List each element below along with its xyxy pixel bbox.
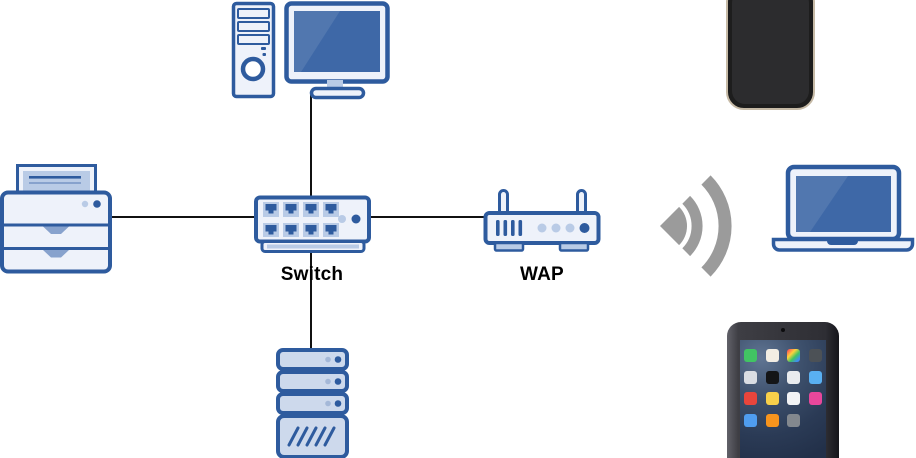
app-icon: [808, 370, 822, 384]
printer-node[interactable]: [0, 160, 116, 276]
server-unit: [276, 370, 349, 393]
wap-vents: [496, 220, 523, 236]
wap-led: [579, 223, 590, 233]
printer-body: [0, 190, 112, 274]
printer-tray-handle: [43, 226, 69, 234]
server-unit: [276, 392, 349, 415]
pc-tower: [231, 1, 276, 99]
app-icon: [787, 349, 801, 362]
app-icon: [808, 392, 822, 405]
switch-led: [351, 214, 361, 224]
app-icon: [765, 349, 779, 362]
smartphone-screen: [732, 0, 809, 104]
app-icon: [765, 370, 779, 384]
laptop-screen: [796, 176, 891, 232]
app-icon: [787, 370, 801, 384]
wap-node[interactable]: [480, 186, 606, 254]
desktop-pc-node[interactable]: [228, 0, 392, 100]
tablet-screen: [740, 340, 826, 458]
switch-node[interactable]: [250, 192, 374, 258]
wap-feet: [493, 241, 590, 252]
tablet-camera-icon: [781, 328, 785, 332]
server-node[interactable]: [272, 344, 356, 458]
laptop-base: [771, 237, 915, 252]
smartphone-node[interactable]: [726, 0, 815, 110]
app-icon: [744, 392, 757, 405]
app-icon: [744, 370, 757, 384]
printer-tray-handle: [43, 250, 69, 258]
wap-led: [551, 223, 561, 233]
laptop-node[interactable]: [770, 162, 916, 254]
app-icon: [808, 349, 822, 362]
pc-monitor: [284, 1, 390, 100]
app-icon: [787, 413, 801, 427]
connector-printer-switch: [110, 216, 257, 218]
app-icon: [744, 349, 757, 362]
wap-led: [537, 223, 547, 233]
tablet-node[interactable]: [727, 322, 839, 458]
connector-pc-switch: [310, 94, 312, 198]
switch-led: [338, 215, 346, 223]
switch-ports: [263, 202, 339, 237]
app-icon: [765, 392, 779, 405]
tablet-app-grid: [744, 349, 822, 427]
switch-label: Switch: [280, 264, 344, 285]
wifi-signal-icon: [660, 175, 732, 277]
switch-base: [260, 240, 366, 253]
connector-switch-server: [310, 251, 312, 351]
server-vents: [276, 414, 349, 458]
wap-led: [565, 223, 575, 233]
server-unit: [276, 348, 349, 371]
app-icon: [765, 413, 779, 427]
app-icon: [744, 413, 757, 427]
app-icon: [787, 392, 801, 405]
wap-label: WAP: [520, 264, 564, 285]
connector-switch-wap: [368, 216, 486, 218]
